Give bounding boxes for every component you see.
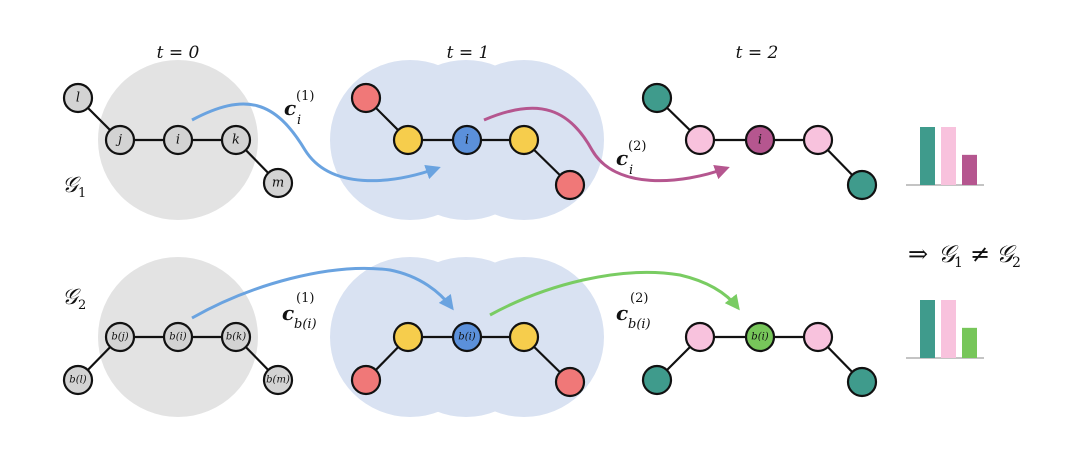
g1-node-l: [62, 82, 94, 114]
g2-node-m: [262, 364, 294, 396]
svg-text:1: 1: [78, 186, 86, 201]
g2-t2-node-i: [744, 321, 776, 353]
g2-t2-node-j: [684, 321, 716, 353]
g2-t1-node-j: [392, 321, 424, 353]
g2-histogram: [906, 300, 984, 359]
g1-node-j-label: j: [115, 133, 122, 148]
svg-text:(1): (1): [296, 89, 314, 104]
g1-t1-graph: i: [350, 82, 586, 201]
svg-text:(2): (2): [630, 291, 648, 306]
g2-t2-center-label: b(i): [751, 332, 769, 343]
histogram-bar: [920, 127, 935, 185]
time-label-0: t = 0: [157, 43, 200, 63]
g2-arrow-t1-t2: [489, 270, 740, 317]
g1-node-i: [162, 124, 194, 156]
g1-t1-center-label: i: [465, 133, 469, 148]
g2-t1-node-k: [508, 321, 540, 353]
g1-t1-node-i: [451, 124, 483, 156]
svg-text:1: 1: [954, 255, 963, 271]
g2-color-label-1: c (1) b(i): [282, 291, 317, 332]
conclusion-statement: ⇒ 𝒢 1 ≠ 𝒢 2: [908, 240, 1021, 271]
g1-color-label-2: c (2) i: [616, 139, 646, 178]
g1-name: 𝒢 1: [62, 173, 86, 201]
g2-t2-node-m: [846, 366, 878, 398]
svg-text:b(i): b(i): [628, 317, 651, 332]
svg-text:2: 2: [1012, 255, 1021, 271]
histogram-bar: [962, 327, 977, 358]
g1-t2-node-j: [684, 124, 716, 156]
histogram-bar: [962, 154, 977, 185]
g1-t2-node-m: [846, 169, 878, 201]
g1-t1-node-l: [350, 82, 382, 114]
g1-node-j: [104, 124, 136, 156]
svg-text:c: c: [284, 96, 296, 120]
g1-node-k-label: k: [232, 133, 240, 148]
g2-t1-node-i: [451, 321, 483, 353]
svg-text:(2): (2): [628, 139, 646, 154]
g2-node-k: [220, 321, 252, 353]
svg-text:b(i): b(i): [294, 317, 317, 332]
g2-t2-node-l: [641, 364, 673, 396]
g2-node-l: [62, 364, 94, 396]
g1-color-label-1: c (1) i: [284, 89, 314, 128]
g2-node-k-label: b(k): [226, 332, 246, 343]
g2-node-j-label: b(j): [111, 332, 128, 343]
g2-t1-center-label: b(i): [458, 332, 476, 343]
time-label-2: t = 2: [736, 43, 779, 63]
g2-t1-graph: b(i): [350, 321, 586, 398]
g2-node-i: [162, 321, 194, 353]
g2-name: 𝒢 2: [62, 285, 86, 313]
g2-t2-node-k: [802, 321, 834, 353]
g1-t1-node-m: [554, 169, 586, 201]
histogram-bar: [941, 127, 956, 185]
svg-text:𝒢: 𝒢: [62, 285, 81, 310]
svg-text:≠: ≠: [970, 240, 990, 268]
g1-t1-node-k: [508, 124, 540, 156]
histogram-bar: [941, 300, 956, 358]
svg-text:i: i: [297, 113, 301, 128]
svg-text:⇒: ⇒: [908, 240, 928, 268]
g1-t2-node-i: [744, 124, 776, 156]
g1-t2-graph: i: [641, 82, 878, 201]
time-label-1: t = 1: [447, 43, 490, 63]
svg-text:𝒢: 𝒢: [996, 240, 1017, 268]
svg-text:2: 2: [78, 298, 86, 313]
g1-arrow-t1-t2: [483, 106, 730, 183]
g1-t2-node-l: [641, 82, 673, 114]
g1-node-i-label: i: [176, 133, 180, 148]
g1-node-m-label: m: [272, 176, 284, 191]
g2-color-label-2: c (2) b(i): [616, 291, 651, 332]
g2-t1-node-m: [554, 366, 586, 398]
g2-t1-node-l: [350, 364, 382, 396]
g1-t0-graph: l j i k m: [62, 82, 294, 199]
g1-node-m: [262, 167, 294, 199]
g1-t2-node-k: [802, 124, 834, 156]
g1-t2-center-label: i: [758, 133, 762, 148]
g2-node-j: [104, 321, 136, 353]
g2-node-i-label: b(i): [169, 332, 187, 343]
g1-node-l-label: l: [76, 91, 80, 106]
svg-text:i: i: [629, 163, 633, 178]
svg-text:𝒢: 𝒢: [62, 173, 81, 198]
histogram-bar: [920, 300, 935, 358]
g1-arrow-t0-t1: [191, 102, 441, 183]
svg-text:(1): (1): [296, 291, 314, 306]
g1-t1-node-j: [392, 124, 424, 156]
svg-text:c: c: [616, 146, 628, 170]
g2-t0-graph: b(l) b(j) b(i) b(k) b(m): [62, 321, 294, 396]
svg-text:c: c: [616, 301, 628, 325]
g2-node-l-label: b(l): [69, 375, 87, 386]
g2-arrow-t0-t1: [191, 266, 454, 320]
g2-t2-graph: b(i): [641, 321, 878, 398]
svg-text:c: c: [282, 301, 294, 325]
g2-node-m-label: b(m): [266, 375, 290, 386]
svg-text:𝒢: 𝒢: [938, 240, 959, 268]
g1-node-k: [220, 124, 252, 156]
g1-histogram: [906, 127, 984, 186]
